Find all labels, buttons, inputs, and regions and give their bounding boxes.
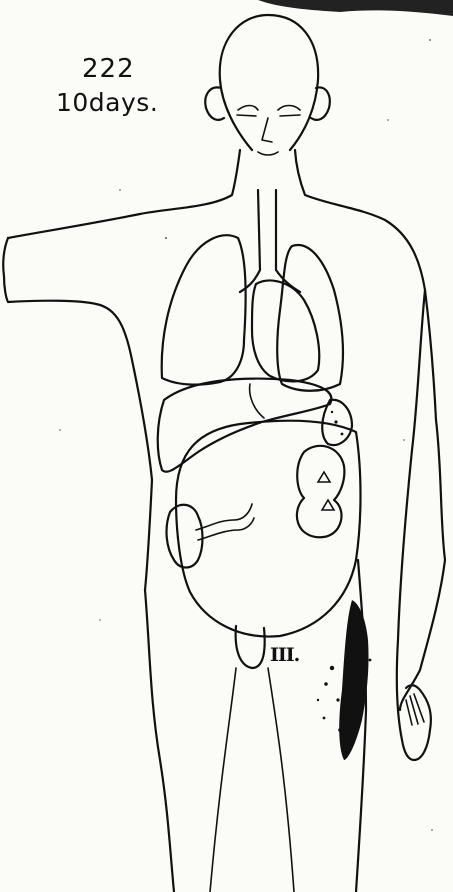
scan-specks (59, 39, 433, 831)
appendix (196, 504, 252, 530)
heart (252, 281, 319, 382)
face-features (237, 106, 300, 156)
head-outline (205, 15, 329, 150)
case-number-label: 222 (82, 56, 135, 82)
kidney-markers (318, 472, 334, 510)
scan-edge-mark (258, 0, 453, 16)
hand-fingers (406, 694, 424, 725)
right-arm (397, 290, 431, 760)
spleen-lesions (331, 411, 344, 436)
abdominal-cavity (176, 421, 361, 637)
triangle-marker (322, 500, 334, 510)
inner-leg-left (210, 668, 236, 892)
left-arm (3, 238, 152, 590)
duration-label: 10days. (56, 90, 158, 115)
inner-leg-right (268, 668, 294, 892)
left-lung (162, 235, 246, 384)
triangle-marker (318, 472, 330, 482)
thigh-lesion (317, 600, 372, 760)
kidney (297, 446, 344, 537)
trachea (240, 190, 300, 292)
stomach (250, 384, 264, 418)
left-leg (145, 590, 174, 892)
cecum (167, 505, 203, 568)
right-lung (277, 245, 343, 391)
region-marker-label: III. (270, 646, 299, 665)
